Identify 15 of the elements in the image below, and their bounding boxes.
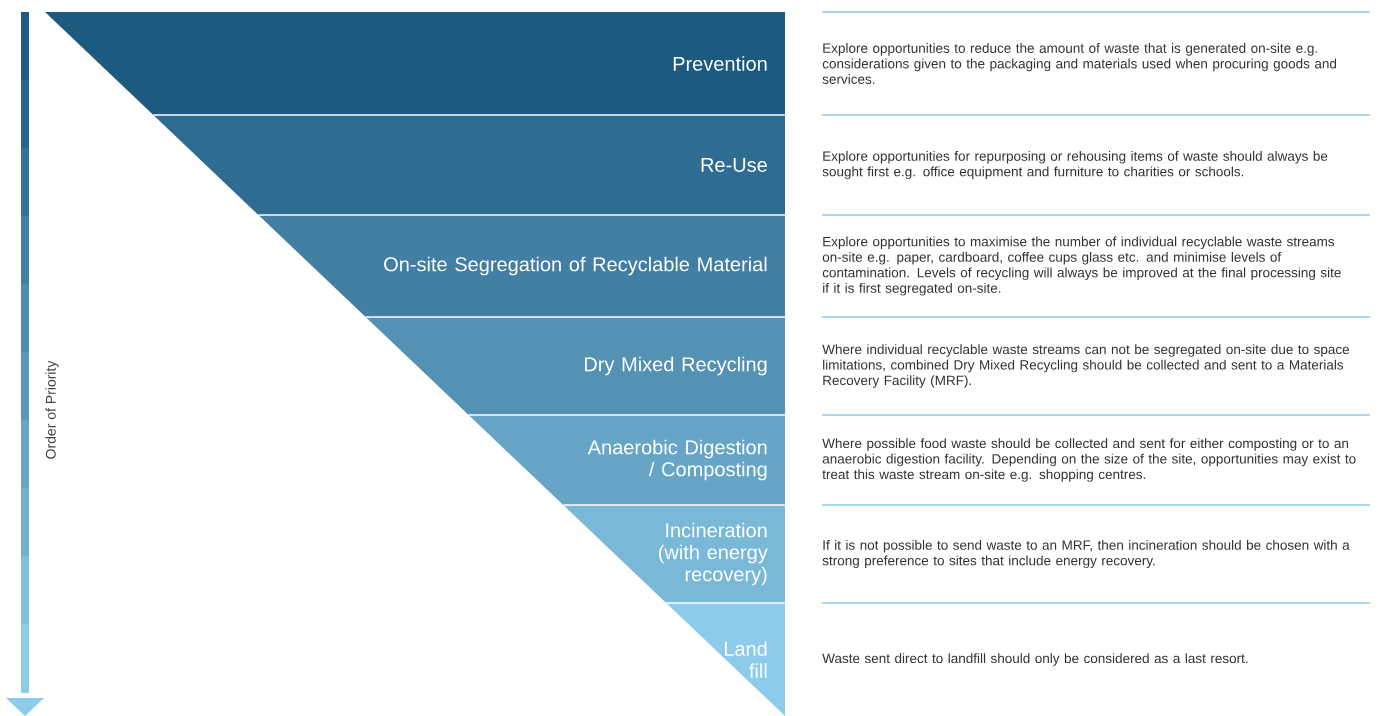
hierarchy-band: Dry Mixed Recycling [365, 317, 785, 415]
description-text: Where individual recyclable waste streams can not be segregated on-site due to space limitations, combined Dry Mixed Recycling should be collected and sent to a Materials Recovery Facility (MRF). [822, 344, 1350, 388]
hierarchy-band: On-site Segregation of Recyclable Material [258, 215, 785, 317]
hierarchy-band: Prevention [45, 12, 785, 115]
description-text: Explore opportunities for repurposing or rehousing items of waste should always be sought first e.g. office equipment and furniture to charities or schools. [822, 150, 1328, 180]
hierarchy-band: Re-Use [153, 115, 785, 215]
axis-label: Order of Priority [45, 360, 59, 459]
description-text: Explore opportunities to reduce the amount of waste that is generated on-site e.g. considerations given to the packaging and materials used when procuring goods and services. [822, 43, 1337, 84]
description-text: Explore opportunities to maximise the number of individual recyclable waste streams on-site e.g. paper, cardboard, coffee cups glass etc. and minimise levels of contamination. Levels of recycling will always be improved at the final processing site if it is first segregated on-site. [822, 236, 1341, 296]
description-text: Where possible food waste should be collected and sent for either composting or to an anaerobic digestion facility. Depending on the size of the site, opportunities may exist to treat this waste stream on-site e.g. shopping centres. [822, 438, 1356, 482]
hierarchy-band: Land fill [666, 603, 785, 716]
hierarchy-band: Anaerobic Digestion / Composting [468, 415, 785, 505]
description-text: If it is not possible to send waste to an MRF, then incineration should be chosen with a strong preference to sites that include energy recovery. [822, 539, 1350, 569]
description-text: Waste sent direct to landfill should only be considered as a last resort. [822, 653, 1248, 666]
hierarchy-band: Incineration (with energy recovery) [563, 505, 785, 603]
